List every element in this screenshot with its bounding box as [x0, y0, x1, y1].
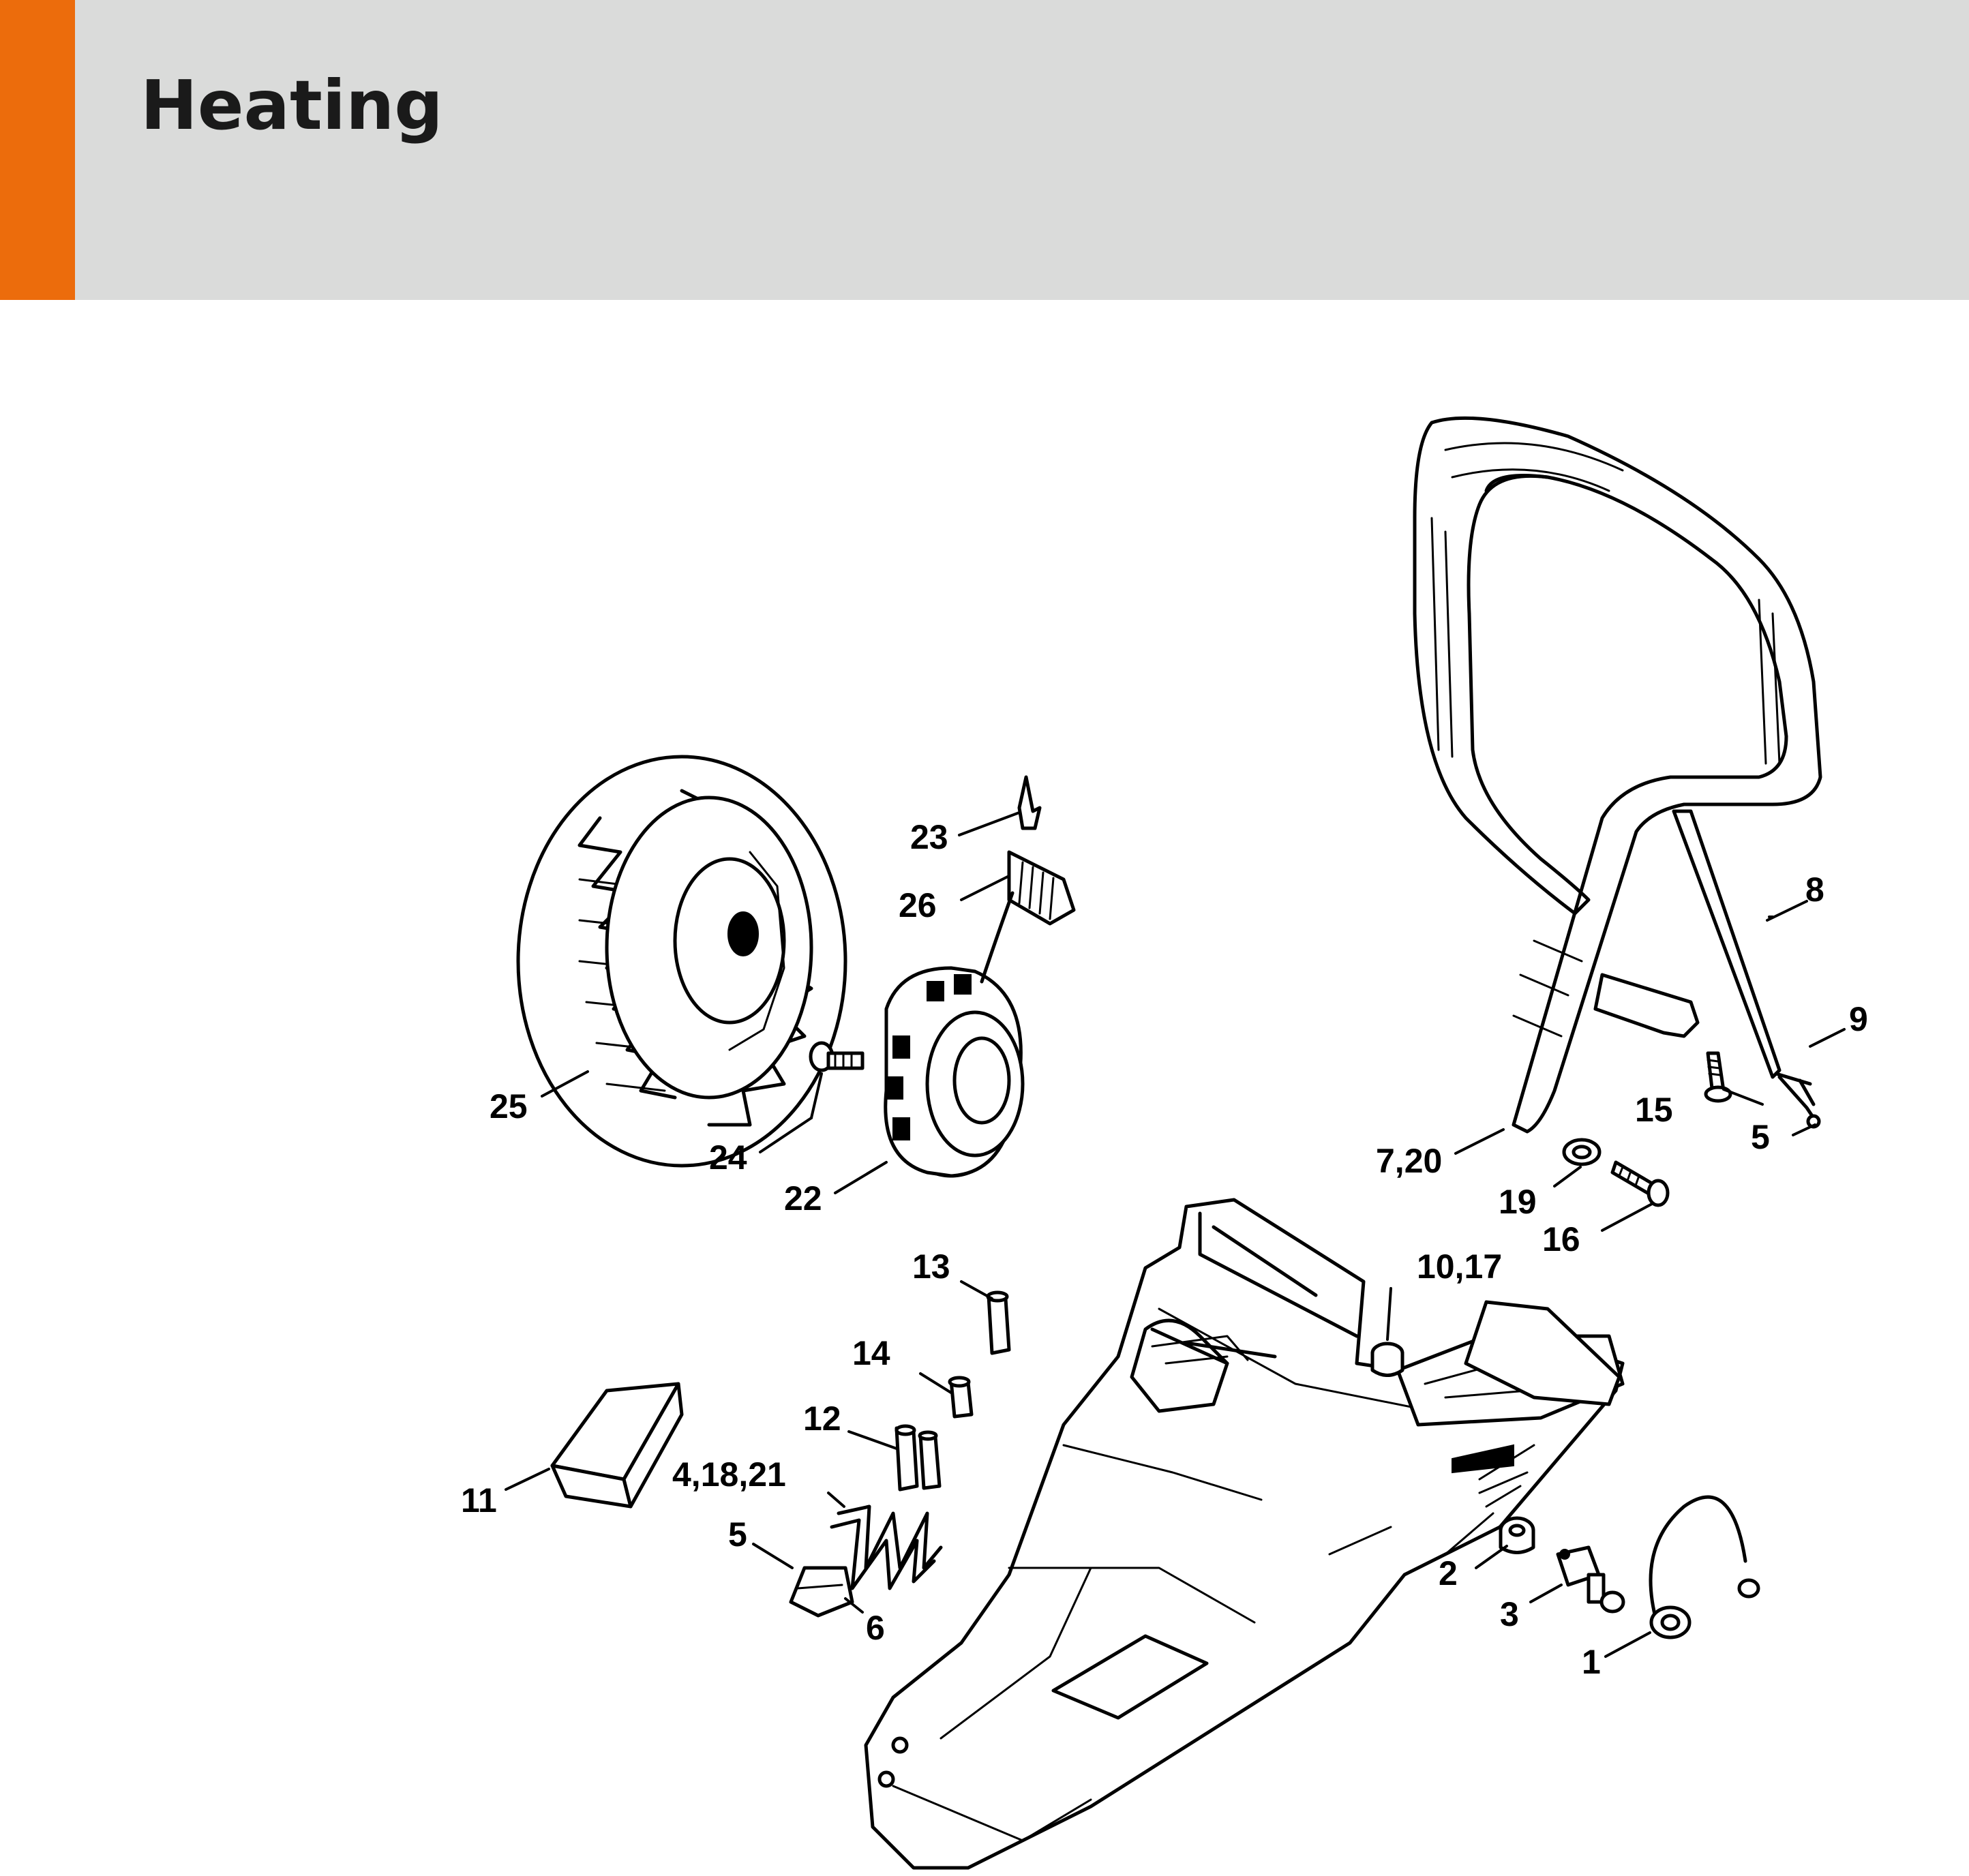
main-housing [864, 1198, 1625, 1870]
part-1-ground-wire [1649, 1495, 1760, 1639]
part-8-cable [1672, 809, 1782, 1079]
label-10-17: 10,17 [1417, 1247, 1502, 1286]
part-14-tube [948, 1376, 974, 1419]
label-19: 19 [1499, 1183, 1537, 1221]
part-23-pin [1017, 775, 1042, 830]
part-16-screw [1610, 1160, 1670, 1207]
part-3-terminal [1556, 1545, 1625, 1614]
part-26-connector [980, 850, 1076, 984]
label-26: 26 [899, 886, 937, 924]
label-24: 24 [709, 1138, 747, 1177]
label-22: 22 [784, 1179, 822, 1217]
part-13-tube [986, 1290, 1011, 1355]
part-7-20-handlebar [1413, 416, 1822, 1134]
part-10-17-sleeve [1370, 1342, 1404, 1377]
label-14: 14 [852, 1334, 890, 1372]
accent-bar [0, 0, 75, 300]
leader-lines [505, 811, 1846, 1658]
label-16: 16 [1542, 1220, 1580, 1258]
label-9: 9 [1849, 1000, 1868, 1038]
part-labels: 23 26 25 24 22 8 9 15 5 7,20 19 16 10,17… [461, 818, 1868, 1681]
label-5-right: 5 [1751, 1118, 1770, 1156]
label-12: 12 [803, 1400, 841, 1438]
part-11-block [550, 1382, 684, 1509]
label-1: 1 [1582, 1643, 1601, 1681]
part-19-washer [1562, 1138, 1602, 1166]
label-6: 6 [866, 1609, 885, 1647]
part-22-generator [884, 966, 1025, 1178]
label-25: 25 [490, 1087, 528, 1125]
label-23: 23 [910, 818, 948, 856]
label-13: 13 [912, 1247, 950, 1286]
part-9-wire-end [1774, 1072, 1821, 1129]
label-8: 8 [1805, 871, 1824, 909]
label-2: 2 [1439, 1554, 1458, 1592]
part-24-screw [809, 1041, 865, 1072]
part-2-sleeve [1499, 1516, 1535, 1554]
part-12-tubes [895, 1424, 942, 1492]
part-4-heating-element [789, 1504, 943, 1618]
page-title: Heating [140, 65, 443, 145]
header-banner: Heating [0, 0, 1969, 300]
label-4-18-21: 4,18,21 [672, 1455, 786, 1494]
label-15: 15 [1635, 1091, 1673, 1129]
label-3: 3 [1500, 1595, 1519, 1633]
label-5-left: 5 [728, 1515, 747, 1554]
part-25-flywheel [516, 755, 847, 1168]
label-7-20: 7,20 [1376, 1142, 1442, 1180]
part-15-screw [1704, 1051, 1732, 1103]
label-11: 11 [461, 1481, 497, 1519]
